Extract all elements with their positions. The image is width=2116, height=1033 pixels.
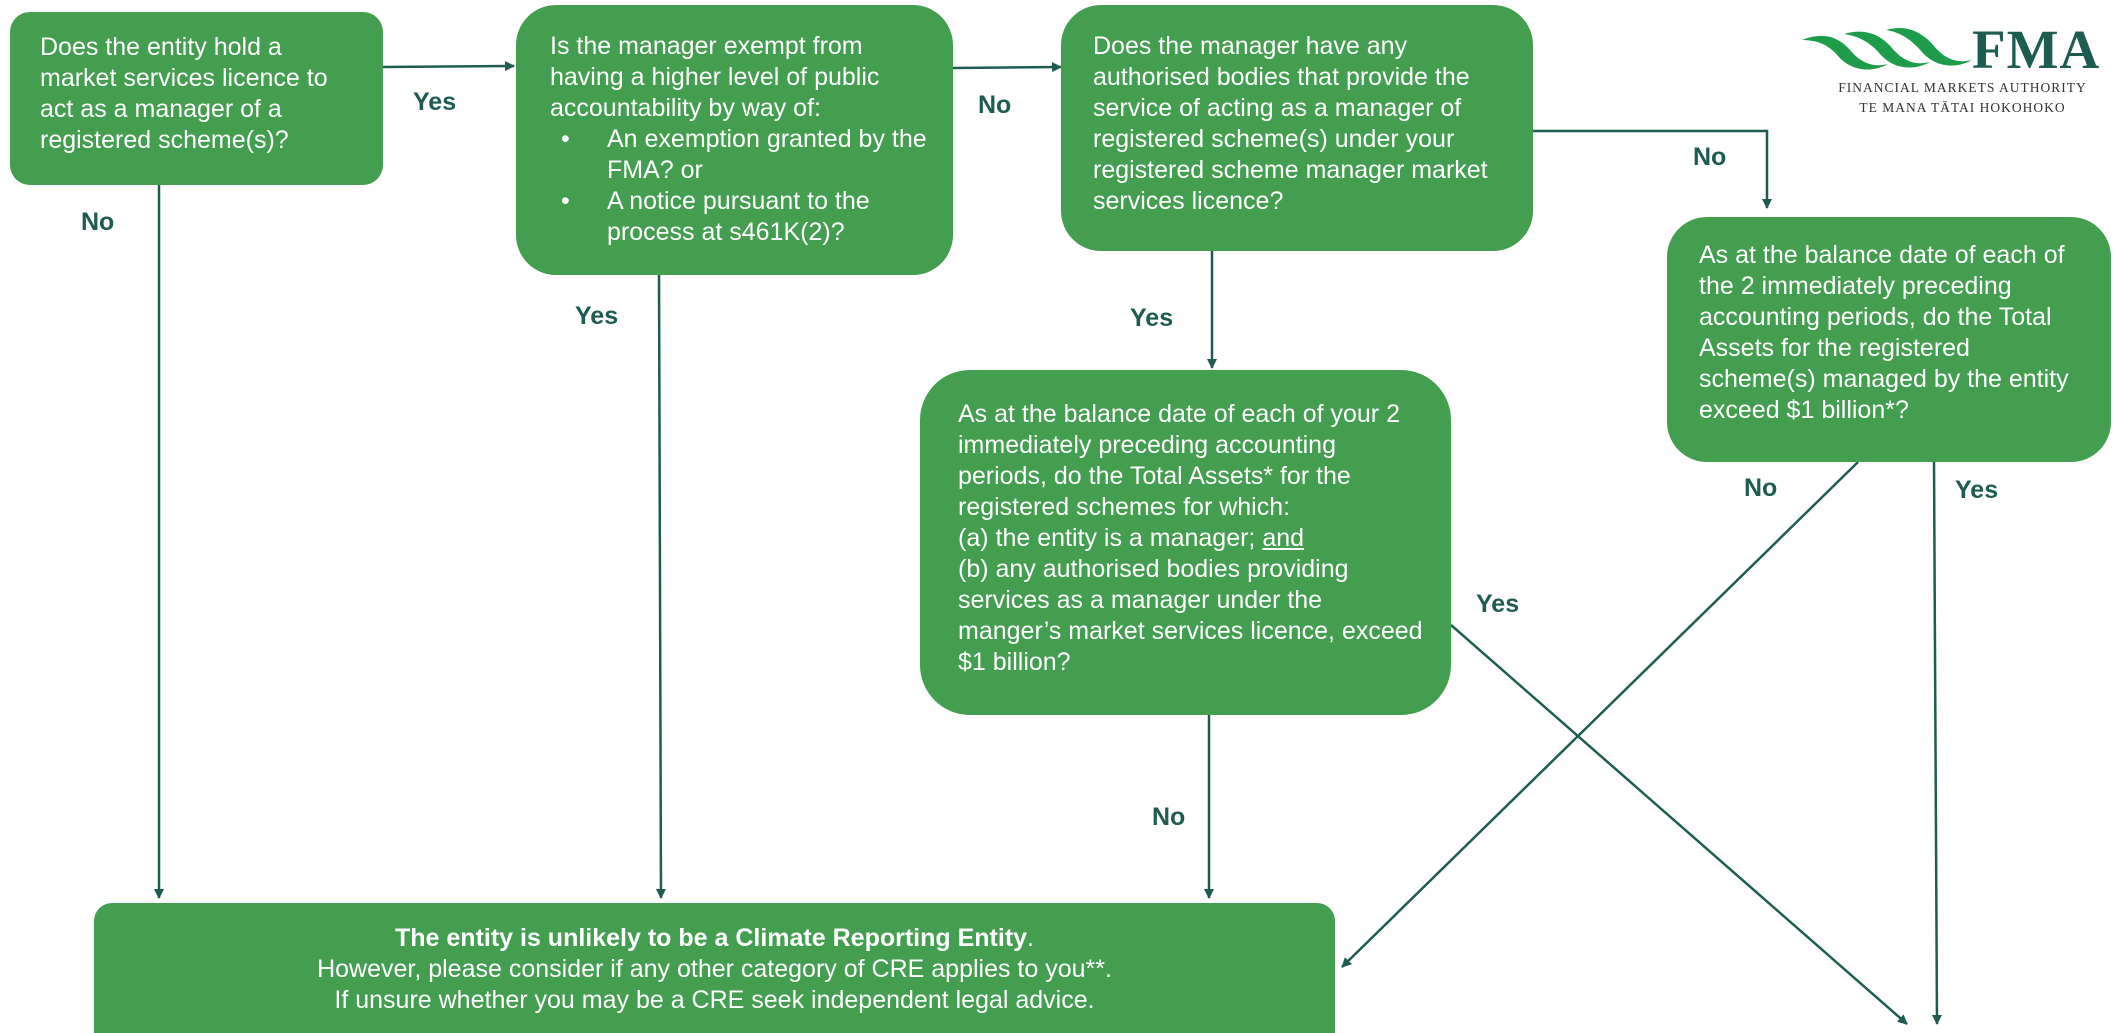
arrow-q5-yes-down xyxy=(1931,461,1942,1025)
result-bold-suffix: . xyxy=(1027,924,1034,952)
question-box-q2: Is the manager exempt from having a high… xyxy=(516,5,953,275)
q2-bullet-1: An exemption granted by the FMA? or xyxy=(550,124,933,186)
label-q2-no: No xyxy=(978,91,1012,119)
logo-subtitle-2: TE MANA TĀTAI HOKOHOKO xyxy=(1859,100,2066,115)
label-q2-yes: Yes xyxy=(575,302,619,330)
result-line-3: If unsure whether you may be a CRE seek … xyxy=(334,986,1095,1014)
fma-wave-logo-icon xyxy=(1802,27,1972,70)
question-box-q4: As at the balance date of each of your 2… xyxy=(920,370,1451,715)
logo-subtitle-1: FINANCIAL MARKETS AUTHORITY xyxy=(1838,80,2087,95)
question-box-q1: Does the entity hold a market services l… xyxy=(10,12,383,185)
question-box-q5: As at the balance date of each of the 2 … xyxy=(1667,217,2111,462)
q4-line-a-and: and xyxy=(1262,524,1305,552)
q3-text: Does the manager have any authorised bod… xyxy=(1093,32,1488,215)
label-q5-no: No xyxy=(1744,474,1778,502)
arrow-q3-no-to-q5 xyxy=(1533,129,1772,209)
q5-text: As at the balance date of each of the 2 … xyxy=(1699,241,2069,424)
arrow-q1-yes-to-q2 xyxy=(382,61,515,72)
label-q3-no: No xyxy=(1693,143,1727,171)
q2-bullet-list: An exemption granted by the FMA? or A no… xyxy=(550,124,933,248)
arrow-q4-yes-down xyxy=(1450,624,1908,1025)
label-q5-yes: Yes xyxy=(1955,476,1999,504)
q4-line-b: (b) any authorised bodies providing serv… xyxy=(958,555,1423,676)
q2-bullet-2: A notice pursuant to the process at s461… xyxy=(550,186,933,248)
label-q4-no: No xyxy=(1152,803,1186,831)
label-q4-yes: Yes xyxy=(1476,590,1520,618)
fma-logo: FMA FINANCIAL MARKETS AUTHORITY TE MANA … xyxy=(1800,19,2101,122)
label-q1-no: No xyxy=(81,208,115,236)
q4-line-a: (a) the entity is a manager; and xyxy=(958,523,1431,554)
arrow-q5-no-to-result xyxy=(1341,461,1859,968)
question-box-q3: Does the manager have any authorised bod… xyxy=(1061,5,1533,251)
result-line-1: The entity is unlikely to be a Climate R… xyxy=(104,923,1325,954)
result-box: The entity is unlikely to be a Climate R… xyxy=(94,903,1335,1033)
label-q1-yes: Yes xyxy=(413,88,457,116)
label-q3-yes: Yes xyxy=(1130,304,1174,332)
q4-intro: As at the balance date of each of your 2… xyxy=(958,400,1400,521)
q2-intro: Is the manager exempt from having a high… xyxy=(550,32,880,122)
result-line-2: However, please consider if any other ca… xyxy=(317,955,1112,983)
result-bold-text: The entity is unlikely to be a Climate R… xyxy=(395,924,1028,952)
q4-line-a-prefix: (a) the entity is a manager; xyxy=(958,524,1263,552)
arrow-q2-no-to-q3 xyxy=(952,62,1062,73)
q1-text: Does the entity hold a market services l… xyxy=(40,33,328,154)
fma-wordmark: FMA xyxy=(1972,19,2101,80)
arrow-q2-yes-to-result xyxy=(655,274,666,899)
